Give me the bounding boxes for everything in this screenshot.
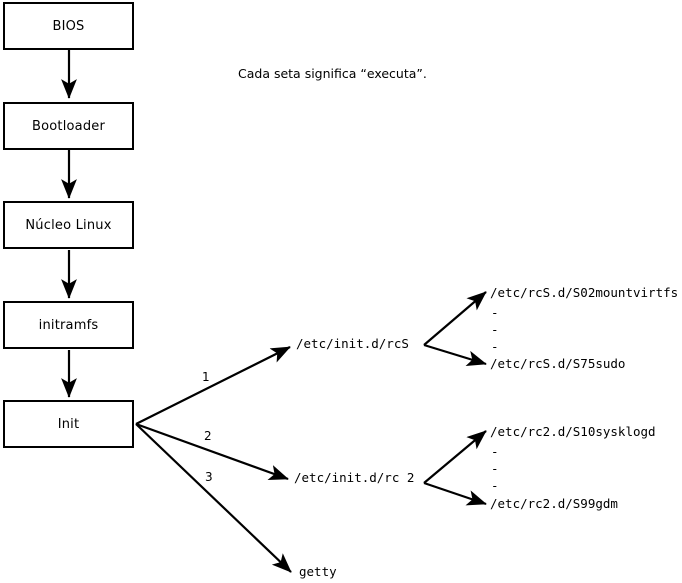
branch-number-1: 1 [202, 370, 210, 384]
label-rc2-script-last: /etc/rc2.d/S99gdm [490, 496, 618, 511]
node-init-label: Init [57, 416, 80, 432]
arrow-init-branch-3 [135, 423, 292, 573]
label-rcs-script-last: /etc/rcS.d/S75sudo [490, 356, 626, 371]
diagram-caption: Cada seta significa “executa”. [238, 66, 427, 81]
label-rcs-ellipsis-2: - [491, 322, 499, 337]
label-rc2-ellipsis-3: - [491, 478, 499, 493]
label-rc2-ellipsis-2: - [491, 461, 499, 476]
node-init: Init [3, 400, 134, 448]
node-bootloader: Bootloader [3, 102, 134, 150]
node-kernel-label: Núcleo Linux [25, 217, 112, 233]
node-initramfs: initramfs [3, 301, 134, 349]
label-rcs-ellipsis-3: - [491, 339, 499, 354]
arrow-rc2-to-first-script [423, 430, 487, 484]
label-rc2-script-first: /etc/rc2.d/S10sysklogd [490, 424, 656, 439]
arrow-init-branch-2 [135, 422, 289, 481]
branch-number-3: 3 [205, 470, 213, 484]
label-init-d-rcs: /etc/init.d/rcS [296, 336, 409, 351]
node-kernel: Núcleo Linux [3, 201, 134, 249]
arrow-rcs-to-last-script [423, 343, 487, 367]
node-bios-label: BIOS [52, 18, 85, 34]
label-rc2-ellipsis-1: - [491, 444, 499, 459]
node-bios: BIOS [3, 2, 134, 50]
arrow-rcs-to-first-script [423, 291, 487, 346]
node-bootloader-label: Bootloader [31, 118, 106, 134]
label-init-d-rc2: /etc/init.d/rc 2 [294, 470, 415, 485]
arrow-rc2-to-last-script [423, 481, 487, 506]
label-rcs-ellipsis-1: - [491, 305, 499, 320]
label-rcs-script-first: /etc/rcS.d/S02mountvirtfs [490, 285, 679, 300]
branch-number-2: 2 [204, 429, 212, 443]
label-getty: getty [299, 564, 337, 579]
node-initramfs-label: initramfs [38, 317, 99, 333]
arrow-init-branch-1 [135, 346, 291, 425]
